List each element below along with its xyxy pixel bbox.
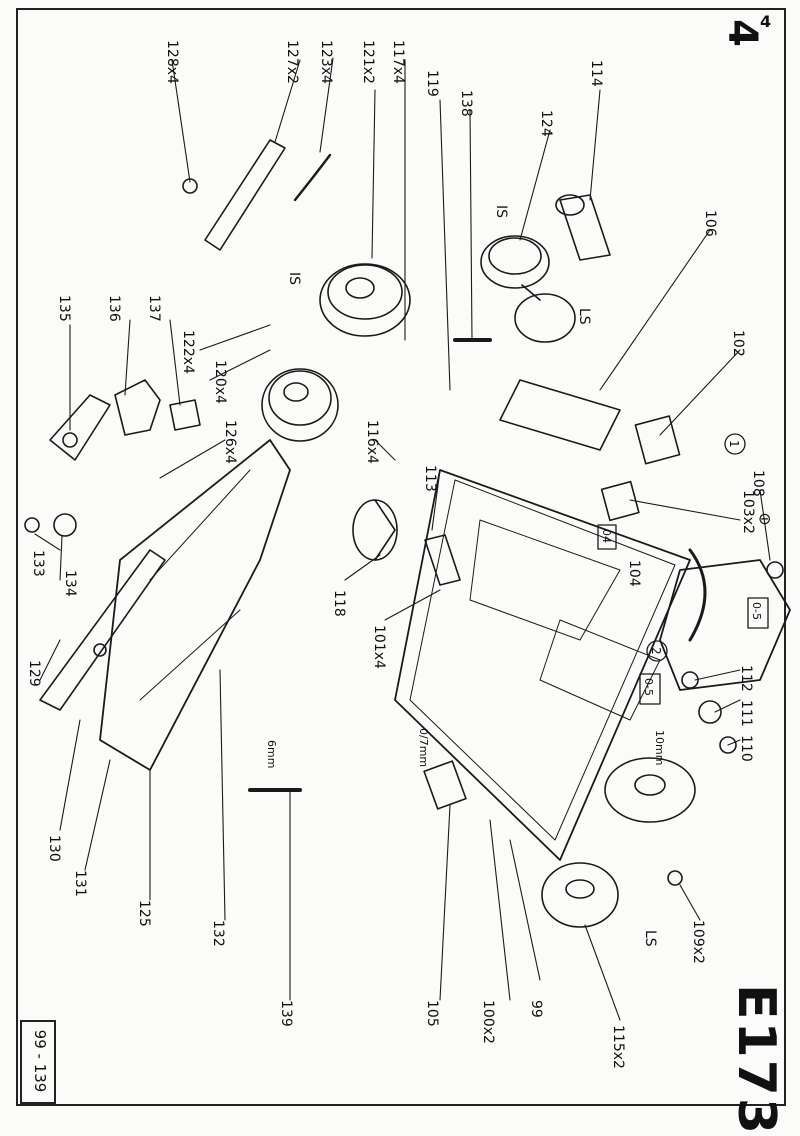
lever-130 (39, 549, 166, 711)
label-114: 114 (588, 60, 604, 87)
minus-symbol: ⊖ (758, 509, 771, 528)
label-111: 111 (738, 700, 754, 727)
label-101: 101x4 (371, 625, 387, 669)
block-102 (634, 415, 681, 465)
label-120: 120x4 (212, 360, 228, 404)
label-105: 105 (424, 1000, 440, 1027)
label-112: 112 (738, 665, 754, 692)
bracket-136 (114, 379, 161, 436)
label-137: 137 (146, 295, 162, 322)
label-127: 127x2 (284, 40, 300, 84)
reel-115-upper (604, 757, 696, 823)
label-ls-124: LS (576, 308, 592, 325)
reel-121-lower (261, 368, 339, 442)
label-118: 118 (331, 590, 347, 617)
pinch-roller-118 (352, 499, 398, 561)
label-135: 135 (56, 295, 72, 322)
label-132: 132 (210, 920, 226, 947)
reel-124 (480, 235, 576, 343)
clip-105 (423, 760, 467, 810)
label-122: 122x4 (180, 330, 196, 374)
box-04: 04 (597, 524, 617, 550)
label-10mm: 10mm (653, 730, 666, 765)
box-04-text: 04 (600, 529, 613, 543)
label-123: 123x4 (318, 40, 334, 84)
knob-134 (53, 513, 77, 537)
spring-123 (293, 153, 332, 202)
box-05-lower: 0-5 (639, 673, 661, 705)
washer-133 (24, 517, 40, 533)
label-103: 103x2 (740, 490, 756, 534)
label-131: 131 (72, 870, 88, 897)
label-130: 130 (46, 835, 62, 862)
label-138: 138 (458, 90, 474, 117)
box-05-lower-text: 0-5 (642, 678, 655, 696)
circle-2-marker: 2 (646, 640, 668, 662)
box-05-motor-text: 0-5 (750, 602, 763, 620)
label-99: 99 (528, 1000, 544, 1018)
page-reference: 99 - 139 (31, 1029, 49, 1093)
box-05-motor: 0-5 (747, 597, 769, 629)
plate-137 (169, 399, 201, 431)
label-07mm: 0/7mm (417, 728, 430, 767)
label-117: 117x4 (390, 40, 406, 84)
reel-121-upper (319, 263, 411, 337)
page-reference-box: 99 - 139 (20, 1020, 56, 1104)
label-136: 136 (106, 295, 122, 322)
label-102: 102 (730, 330, 746, 357)
label-110: 110 (738, 735, 754, 762)
label-6mm: 6mm (265, 740, 278, 768)
label-126: 126x4 (222, 420, 238, 464)
label-is-124: IS (493, 205, 509, 218)
label-124: 124 (538, 110, 554, 137)
label-108: 108 (750, 470, 766, 497)
reel-115-lower (541, 862, 619, 928)
main-chassis-plate (394, 379, 691, 861)
drawing-frame (16, 8, 786, 1106)
label-133: 133 (30, 550, 46, 577)
gear-111 (698, 700, 722, 724)
sheet-corner-superscript: 4 (760, 12, 772, 31)
part-labels: 128x4 127x2 123x4 121x2 117x4 119 138 11… (26, 40, 766, 1069)
label-100: 100x2 (480, 1000, 496, 1044)
screw-109 (667, 870, 683, 886)
block-103 (600, 480, 640, 522)
drawing-code: E173 (726, 983, 787, 1136)
label-139: 139 (278, 1000, 294, 1027)
label-104: 104 (626, 560, 642, 587)
bush-112 (681, 671, 699, 689)
label-129: 129 (26, 660, 42, 687)
circle-1-marker: 1 (724, 433, 746, 455)
label-106: 106 (702, 210, 718, 237)
label-116: 116x4 (364, 420, 380, 464)
label-is-upper: IS (286, 272, 302, 285)
label-115: 115x2 (610, 1025, 626, 1069)
label-121: 121x2 (360, 40, 376, 84)
leader-lines (34, 57, 771, 1021)
shaft-113 (424, 534, 461, 586)
motor-108 (659, 548, 791, 691)
circle-1-text: 1 (727, 440, 741, 448)
label-119: 119 (424, 70, 440, 97)
bracket-125 (99, 439, 291, 771)
label-134: 134 (62, 570, 78, 597)
label-113: 113 (422, 465, 438, 492)
annotations: IS IS LS LS 6mm 0/7mm 10mm (265, 205, 666, 947)
label-125: 125 (136, 900, 152, 927)
label-ls-115: LS (642, 930, 658, 947)
arm-135 (49, 394, 111, 461)
label-128: 128x4 (164, 40, 180, 84)
arm-127 (204, 139, 286, 251)
capstan-114 (555, 194, 611, 261)
nut-110 (719, 736, 737, 754)
circle-2-text: 2 (649, 647, 663, 655)
label-109: 109x2 (690, 920, 706, 964)
